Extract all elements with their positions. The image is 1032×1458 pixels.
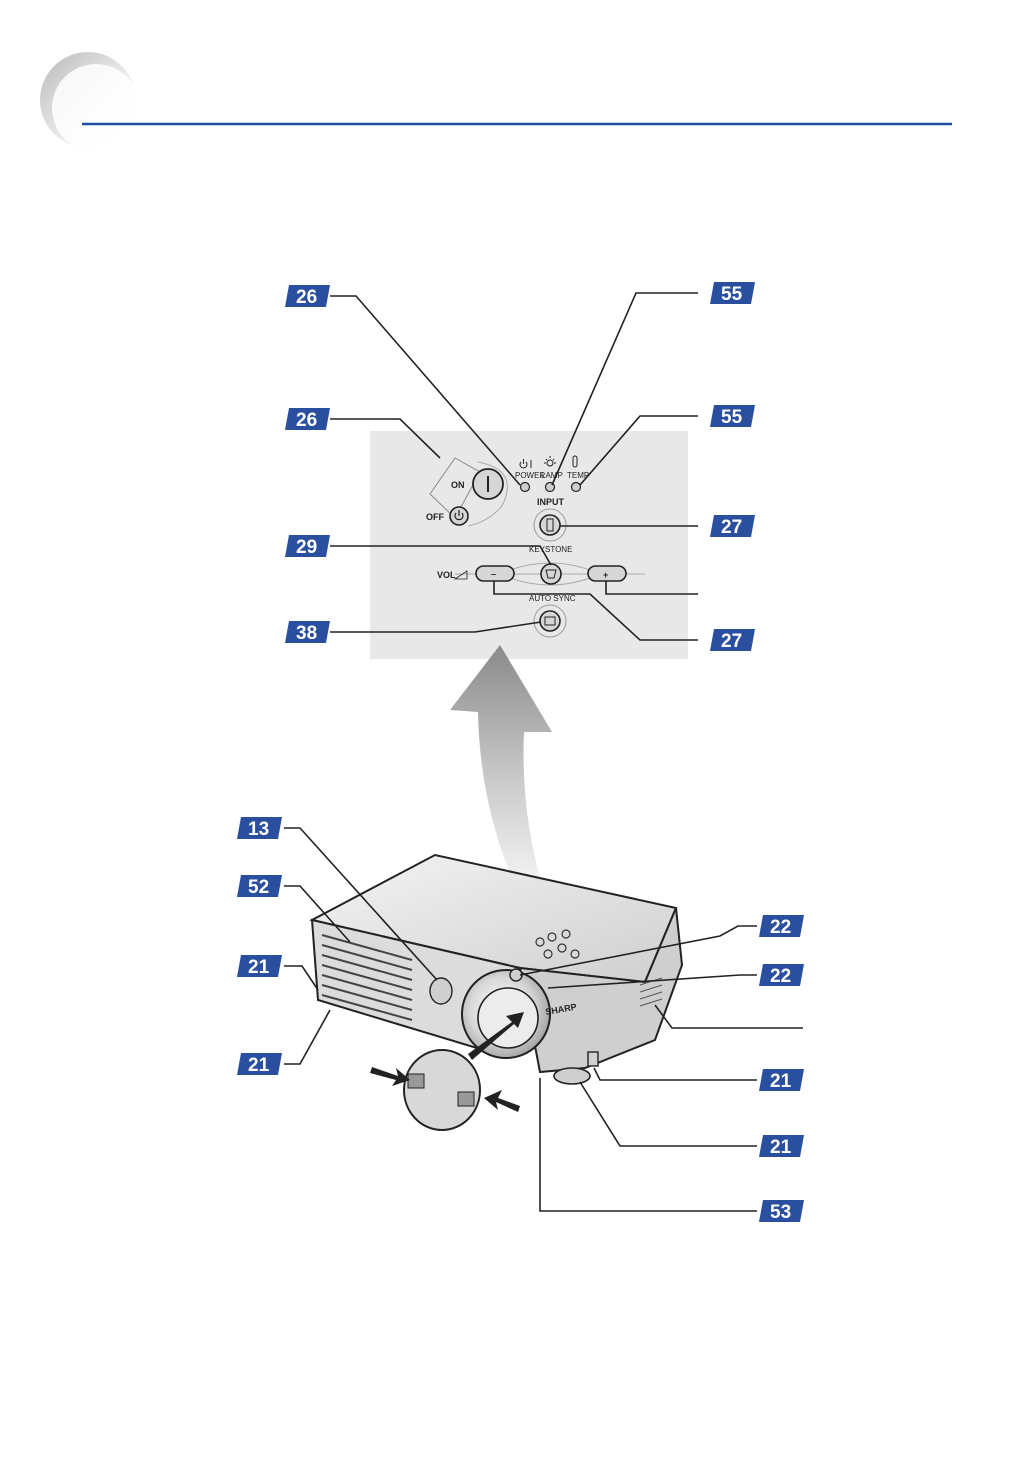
vol-plus-button[interactable] [587,565,627,582]
keystone-button[interactable] [540,563,562,585]
auto-sync-label: AUTO SYNC [529,594,576,603]
page-ref-badge[interactable]: 22 [759,964,804,987]
power-indicator [519,481,531,493]
intake-vent [321,934,413,1021]
page-ref-badges[interactable]: 26 26 29 38 55 55 27 27 [237,282,804,1223]
lens-cap [403,1049,481,1131]
page-ref-badge[interactable]: 55 [710,282,755,305]
control-panel [370,431,688,659]
page-ref-label: 13 [248,819,269,840]
page-ref-label: 21 [248,957,270,978]
auto-sync-icon [544,616,556,626]
keystone-icon [545,569,557,579]
lamp-indicator-label: LAMP [541,471,563,480]
page-ref-label: 26 [296,410,317,431]
off-label: OFF [426,512,444,522]
vol-minus-button[interactable] [475,565,515,582]
page-ref-badge[interactable]: 21 [759,1069,804,1092]
power-indicator-label: POWER [515,471,545,480]
page-ref-label: 53 [770,1202,791,1223]
input-label: INPUT [537,497,565,507]
page-ref-label: 21 [770,1071,792,1092]
page-ref-badge[interactable]: 22 [759,915,804,938]
push-arrow-icon [370,1012,524,1112]
page-ref-label: 21 [770,1137,792,1158]
page-ref-badge[interactable]: 27 [710,515,755,538]
control-panel-details: ON OFF POWER LAMP TEMP [426,455,645,638]
input-button[interactable] [539,514,561,536]
vol-label: VOL [437,570,456,580]
page-ref-badge[interactable]: 26 [285,408,330,431]
lamp-icon [544,456,556,467]
page-ref-badge[interactable]: 29 [285,535,330,558]
leader-lines [284,292,803,1212]
page-ref-label: 29 [296,537,317,558]
power-icon [519,459,532,469]
page-ref-label: 27 [721,631,742,652]
page-ref-badge[interactable]: 27 [710,629,755,652]
temp-indicator [570,481,582,493]
remote-sensor [429,977,453,1005]
projector-illustration: SHARP [309,853,684,1131]
page-ref-label: 22 [770,917,791,938]
on-label: ON [451,480,465,490]
input-icon [546,518,554,532]
power-icon [454,510,464,521]
page-ref-label: 52 [248,877,269,898]
adjustment-foot-right [553,1067,591,1085]
page-ref-label: 55 [721,284,743,305]
auto-sync-button[interactable] [539,610,561,632]
temp-indicator-label: TEMP [567,471,589,480]
page-ref-badge[interactable]: 52 [237,875,282,898]
page-ref-label: 55 [721,407,743,428]
vol-plus-label: + [603,570,608,580]
page-ref-label: 38 [296,623,317,644]
up-arrow-icon [450,645,552,912]
page-ref-badge[interactable]: 38 [285,621,330,644]
page-ref-badge[interactable]: 21 [759,1135,804,1158]
page-ref-badge[interactable]: 53 [759,1200,804,1223]
page-ref-badge[interactable]: 26 [285,285,330,308]
header-decoration [40,52,952,152]
vol-minus-label: – [491,569,496,579]
page-ref-badge[interactable]: 21 [237,1053,282,1076]
page-ref-badge[interactable]: 55 [710,405,755,428]
page-ref-label: 26 [296,287,317,308]
page-ref-label: 27 [721,517,742,538]
page-ref-badge[interactable]: 13 [237,817,282,840]
page-ref-badge[interactable]: 21 [237,955,282,978]
page-ref-label: 22 [770,966,791,987]
keystone-label: KEYSTONE [529,545,572,554]
foot-release-right [587,1051,599,1067]
page-ref-label: 21 [248,1055,270,1076]
temp-icon [572,455,578,468]
